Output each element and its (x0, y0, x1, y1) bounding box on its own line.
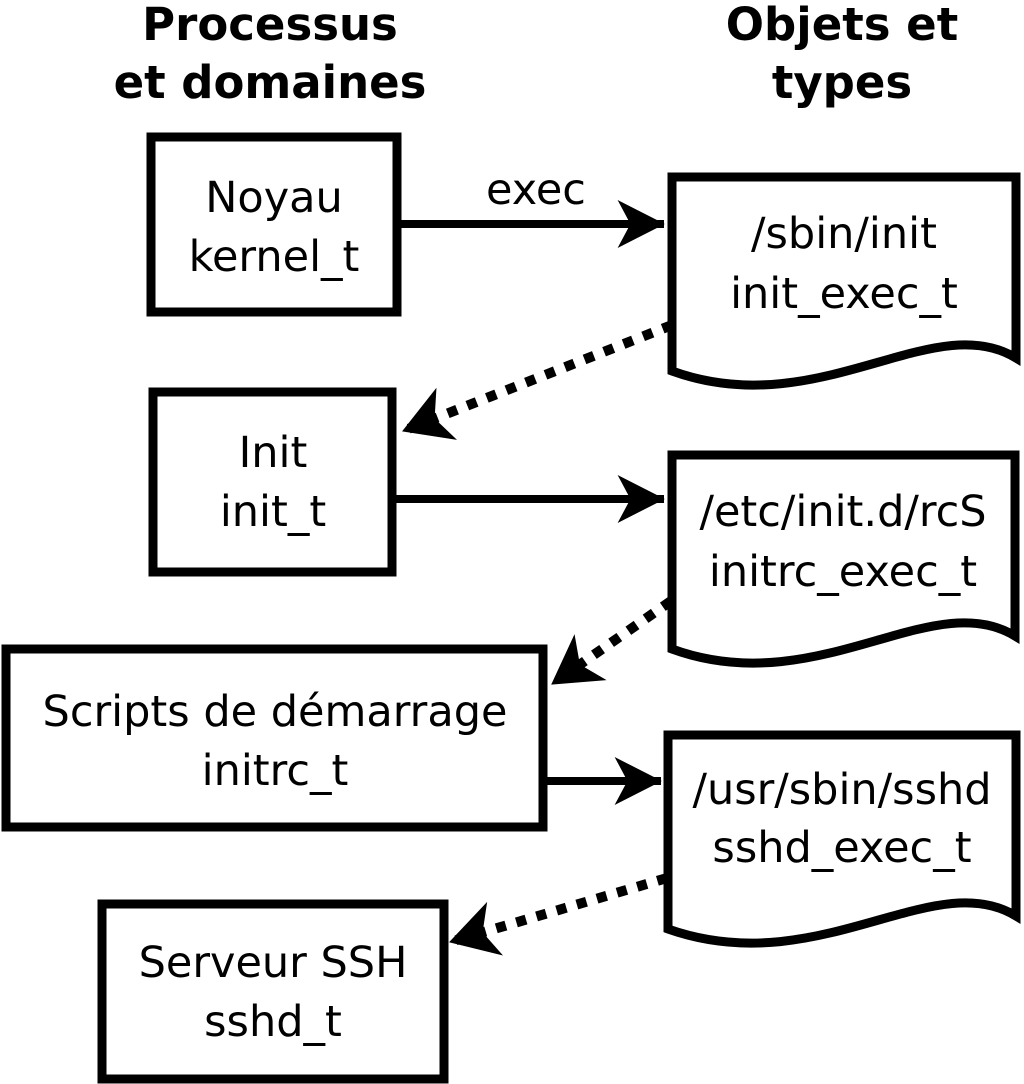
process-kernel-name: Noyau (205, 173, 343, 223)
exec-arrow-label: exec (486, 165, 586, 215)
transition-arrow-init-exec-to-init (401, 320, 674, 440)
object-sshd-exec-type: sshd_exec_t (712, 823, 971, 873)
process-box-kernel-rect (146, 132, 402, 317)
object-doc-sshd-exec: /usr/sbin/sshd sshd_exec_t (663, 730, 1021, 948)
process-initrc-type: initrc_t (202, 746, 349, 796)
header-left-line1: Processus (142, 0, 398, 51)
process-initrc-name: Scripts de démarrage (43, 687, 508, 737)
process-init-type: init_t (220, 487, 326, 537)
header-right-line2: types (772, 56, 912, 109)
column-header-processes: Processus et domaines (114, 0, 427, 109)
object-initrc-exec-path: /etc/init.d/rcS (699, 487, 986, 537)
object-doc-init-exec: /sbin/init init_exec_t (667, 172, 1021, 390)
object-doc-sshd-exec-shape (663, 730, 1021, 948)
process-box-kernel: Noyau kernel_t (146, 132, 402, 317)
object-init-exec-path: /sbin/init (751, 209, 937, 259)
process-kernel-type: kernel_t (189, 232, 360, 282)
process-sshd-name: Serveur SSH (139, 938, 408, 988)
process-box-initrc: Scripts de démarrage initrc_t (1, 644, 548, 832)
process-box-sshd: Serveur SSH sshd_t (97, 899, 449, 1084)
process-box-init: Init init_t (148, 387, 397, 577)
object-doc-init-exec-shape (667, 172, 1021, 390)
header-right-line1: Objets et (726, 0, 958, 51)
object-doc-initrc-exec-shape (667, 450, 1020, 668)
object-init-exec-type: init_exec_t (730, 269, 958, 319)
column-header-objects: Objets et types (726, 0, 958, 109)
process-box-init-rect (148, 387, 397, 577)
process-init-name: Init (239, 428, 308, 478)
process-sshd-type: sshd_t (204, 997, 342, 1047)
process-box-initrc-rect (1, 644, 548, 832)
object-initrc-exec-type: initrc_exec_t (709, 547, 977, 597)
transition-arrow-sshd-exec-to-sshd (448, 873, 669, 956)
header-left-line2: et domaines (114, 56, 427, 109)
object-sshd-exec-path: /usr/sbin/sshd (692, 765, 991, 815)
transition-arrow-initrc-exec-to-initrc (549, 596, 674, 689)
process-box-sshd-rect (97, 899, 449, 1084)
exec-arrow-kernel-to-init-exec: exec (399, 165, 665, 248)
object-doc-initrc-exec: /etc/init.d/rcS initrc_exec_t (667, 450, 1020, 668)
